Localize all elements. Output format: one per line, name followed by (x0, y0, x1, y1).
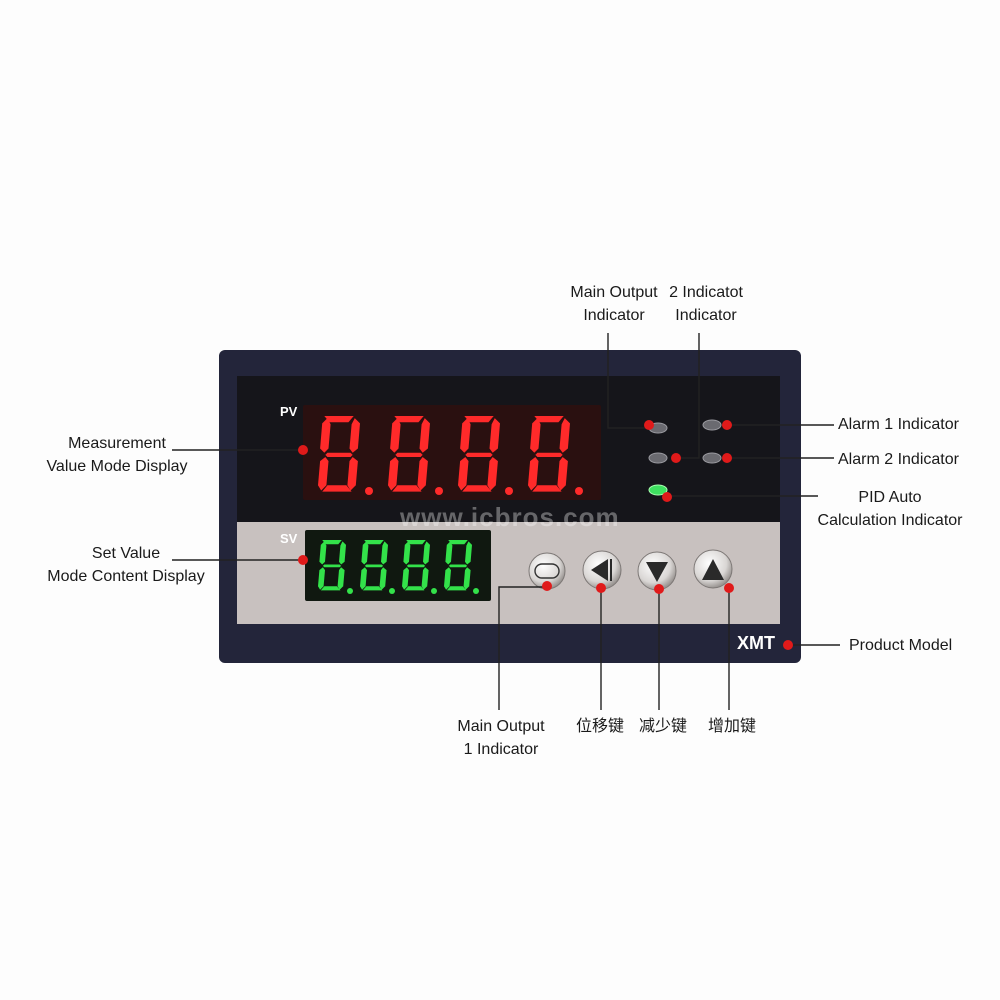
callout-alarm1: Alarm 1 Indicator (838, 416, 959, 433)
sv-dot-1 (347, 588, 353, 594)
sv-dot-3 (431, 588, 437, 594)
callout-lines (172, 333, 840, 710)
pv-dot-4 (575, 487, 583, 495)
pid-led (648, 484, 668, 496)
pv-dot-1 (365, 487, 373, 495)
indicator-2-led (648, 452, 668, 464)
alarm2-led (702, 452, 722, 464)
pv-dot-3 (505, 487, 513, 495)
pv-digits (318, 416, 583, 495)
callout-dots (298, 420, 793, 650)
down-arrow-icon (646, 562, 668, 582)
pv-dot-2 (435, 487, 443, 495)
pv-display-window (303, 405, 601, 500)
shift-arrow-icon (591, 559, 608, 581)
alarm1-led (702, 419, 722, 431)
sv-digits (318, 540, 479, 594)
up-arrow-icon (702, 559, 724, 580)
callout-increase-key: 增加键 (707, 718, 757, 735)
watermark-text: www.icbros.com (400, 502, 620, 532)
sv-label: SV (280, 531, 298, 546)
callout-alarm2: Alarm 2 Indicator (838, 451, 959, 468)
shift-button[interactable] (582, 550, 622, 590)
sv-dot-2 (389, 588, 395, 594)
product-model-label: XMT (737, 633, 775, 653)
callout-decrease-key: 减少键 (638, 718, 688, 735)
decrease-button[interactable] (637, 551, 677, 591)
pv-label: PV (280, 404, 298, 419)
callout-product-model: Product Model (849, 637, 953, 654)
callout-shift-key: 位移键 (575, 718, 625, 735)
increase-button[interactable] (693, 549, 733, 589)
sv-dot-4 (473, 588, 479, 594)
